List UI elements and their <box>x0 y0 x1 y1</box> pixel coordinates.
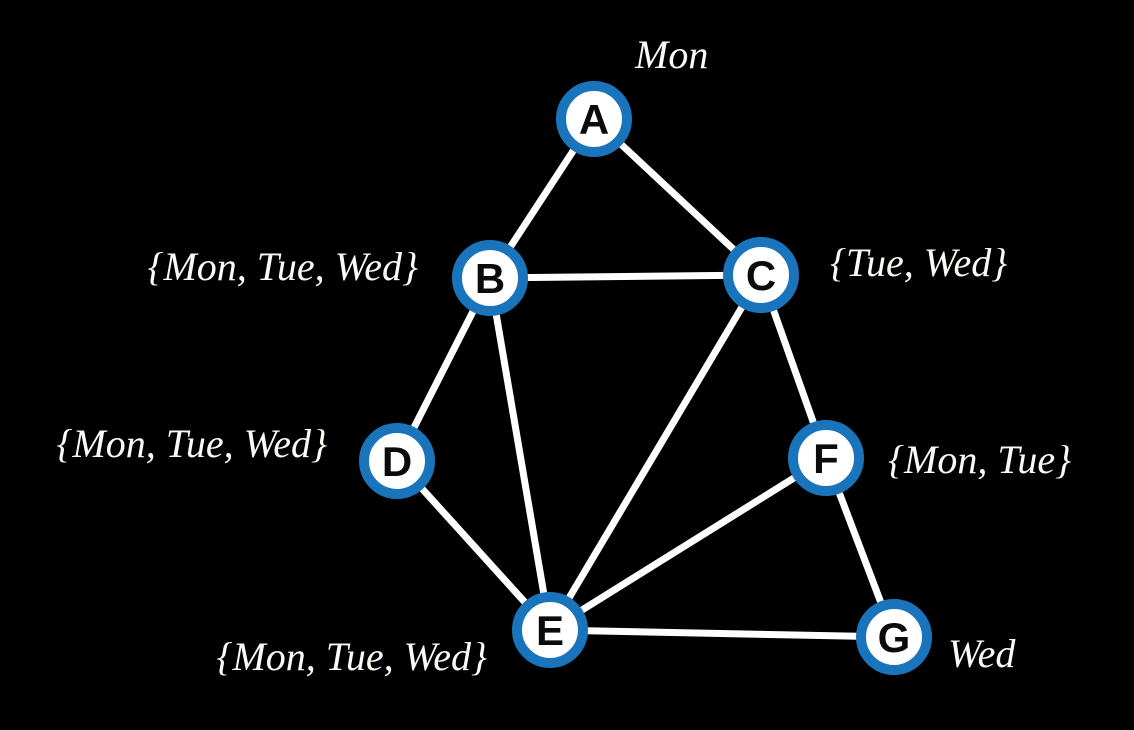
node-circle-C <box>723 237 799 313</box>
node-B: B <box>452 240 528 316</box>
edges-layer <box>393 115 898 641</box>
edge-A-C <box>590 115 765 279</box>
node-letter-F: F <box>813 435 839 482</box>
edge-B-E <box>486 274 554 634</box>
node-G: G <box>856 599 932 675</box>
node-circle-A <box>556 81 632 157</box>
node-circle-G <box>856 599 932 675</box>
domain-label-G: Wed <box>948 631 1016 676</box>
domain-label-C: {Tue, Wed} <box>830 240 1007 285</box>
edge-B-C <box>486 271 765 282</box>
edge-C-E <box>546 271 765 634</box>
domain-label-B: {Mon, Tue, Wed} <box>147 244 418 289</box>
domain-label-A: Mon <box>634 32 708 77</box>
domain-labels-layer: Mon {Mon, Tue, Wed} {Tue, Wed} {Mon, Tue, W… <box>56 32 1071 679</box>
node-letter-B: B <box>475 255 505 302</box>
domain-label-D: {Mon, Tue, Wed} <box>56 421 327 466</box>
edge-E-G <box>546 626 898 641</box>
nodes-layer: A B C D E F G <box>359 81 932 675</box>
node-A: A <box>556 81 632 157</box>
node-E: E <box>512 592 588 668</box>
node-letter-G: G <box>878 614 911 661</box>
domain-label-F: {Mon, Tue} <box>888 437 1071 482</box>
node-letter-C: C <box>746 252 776 299</box>
node-C: C <box>723 237 799 313</box>
node-letter-E: E <box>536 607 564 654</box>
node-letter-A: A <box>579 96 609 143</box>
node-D: D <box>359 423 435 499</box>
node-circle-B <box>452 240 528 316</box>
node-circle-E <box>512 592 588 668</box>
node-circle-D <box>359 423 435 499</box>
domain-label-E: {Mon, Tue, Wed} <box>216 634 487 679</box>
node-circle-F <box>788 420 864 496</box>
node-letter-D: D <box>382 438 412 485</box>
edge-E-F <box>546 454 830 634</box>
node-F: F <box>788 420 864 496</box>
